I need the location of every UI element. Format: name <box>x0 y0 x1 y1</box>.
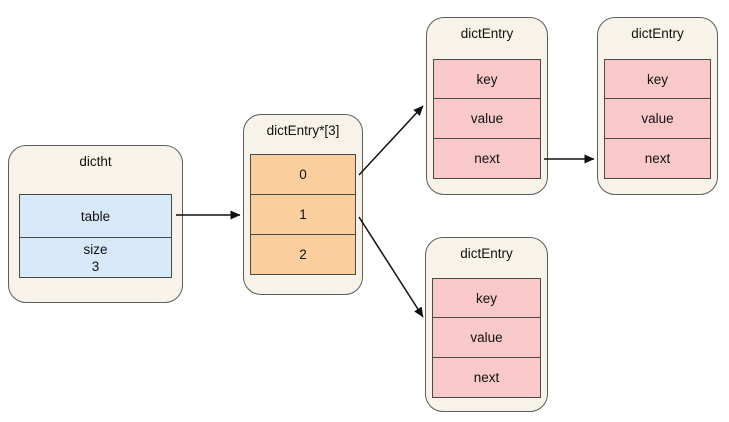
cell-label: key <box>646 71 668 87</box>
node-bucket-array: dictEntry*[3] 0 1 2 <box>243 114 363 295</box>
node-dictentry-top-first: dictEntry key value next <box>426 17 548 195</box>
cell-bucket-0: 0 <box>250 154 356 195</box>
cell-next: next <box>604 139 711 179</box>
node-title: dictEntry <box>460 246 513 261</box>
cell-stack: table size 3 <box>19 194 172 278</box>
cell-next: next <box>432 358 541 398</box>
cell-label: table <box>80 208 111 224</box>
cell-label: next <box>474 151 500 166</box>
cell-label: key <box>476 71 498 87</box>
cell-label: size <box>83 241 108 257</box>
cell-value: value <box>433 99 541 139</box>
node-title: dictEntry <box>631 26 684 41</box>
cell-key: key <box>604 59 711 99</box>
cell-label: 1 <box>299 207 307 222</box>
cell-key: key <box>432 278 541 318</box>
cell-value: 3 <box>91 258 100 274</box>
cell-label: value <box>641 111 674 126</box>
cell-stack: 0 1 2 <box>250 154 356 275</box>
cell-label: key <box>475 290 497 306</box>
cell-next: next <box>433 139 541 179</box>
arrow-bucket1-to-dictentry <box>358 216 424 318</box>
node-title: dictht <box>79 154 112 169</box>
cell-value: value <box>432 318 541 358</box>
node-title: dictEntry*[3] <box>266 123 340 138</box>
node-dictentry-top-second: dictEntry key value next <box>597 17 718 195</box>
cell-stack: key value next <box>432 278 541 398</box>
cell-table: table <box>19 194 172 238</box>
cell-label: 0 <box>299 167 307 182</box>
cell-label: 2 <box>299 247 307 262</box>
cell-key: key <box>433 59 541 99</box>
cell-bucket-1: 1 <box>250 195 356 235</box>
cell-value: value <box>604 99 711 139</box>
cell-stack: key value next <box>604 59 711 179</box>
node-title: dictEntry <box>460 26 514 41</box>
cell-bucket-2: 2 <box>250 235 356 275</box>
cell-label: value <box>470 330 503 345</box>
cell-label: value <box>470 111 504 126</box>
cell-size: size 3 <box>19 238 172 278</box>
cell-label: next <box>473 370 500 385</box>
node-dictht: dictht table size 3 <box>8 145 183 303</box>
cell-stack: key value next <box>433 59 541 179</box>
node-dictentry-bottom: dictEntry key value next <box>425 237 548 412</box>
arrow-bucket0-to-dictentry <box>358 105 424 176</box>
cell-label: next <box>644 151 671 166</box>
